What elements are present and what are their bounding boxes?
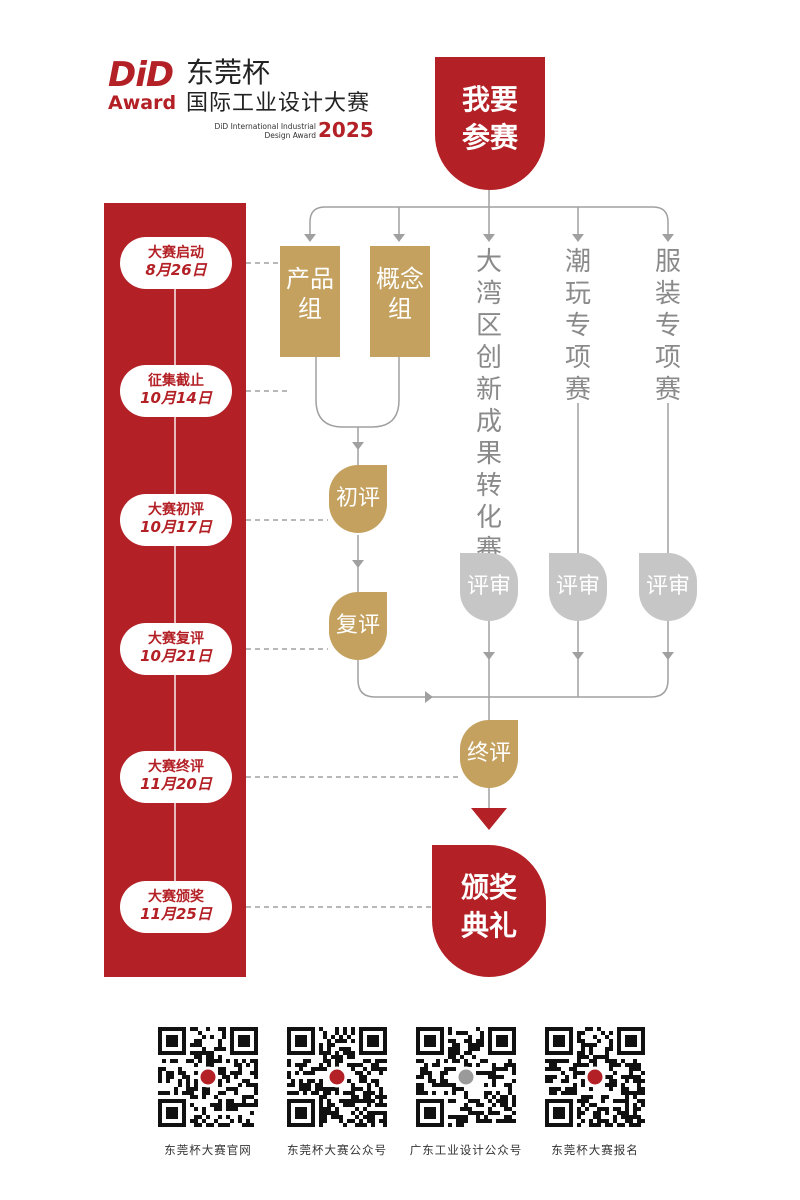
award-ceremony-node: 颁奖 典礼 — [432, 845, 546, 977]
review-bay-area: 评审 — [460, 553, 518, 621]
timeline-item-title: 大赛启动 — [148, 245, 204, 261]
timeline-item-date: 11月25日 — [140, 905, 212, 923]
qr-code-official-site[interactable] — [158, 1027, 258, 1127]
qr-code-guangdong-design[interactable] — [416, 1027, 516, 1127]
logo-title-line1: 东莞杯 — [186, 56, 271, 89]
end-text-2: 典礼 — [460, 909, 517, 942]
timeline-item-date: 10月17日 — [140, 518, 212, 536]
timeline-item-title: 大赛复评 — [148, 631, 204, 647]
logo-subtitle-en-1: DiD International Industrial — [214, 122, 316, 131]
timeline-item-title: 大赛颁奖 — [148, 889, 204, 905]
did-award-logo: DiD Award — [108, 58, 182, 120]
timeline-item: 大赛颁奖 11月25日 — [120, 881, 232, 933]
qr-code-official-account[interactable] — [287, 1027, 387, 1127]
logo-subtitle-en: DiD International Industrial Design Awar… — [186, 122, 316, 140]
timeline-item-title: 大赛终评 — [148, 759, 204, 775]
qr-label-official-site: 东莞杯大赛官网 — [164, 1143, 252, 1157]
group-trendy-toys: 潮玩专项赛 — [564, 247, 591, 405]
review-trendy-toys: 评审 — [549, 553, 607, 621]
group-product: 产品组 — [280, 246, 340, 357]
qr-code-registration[interactable] — [545, 1027, 645, 1127]
timeline-item: 大赛启动 8月26日 — [120, 237, 232, 289]
logo-subtitle-en-2: Design Award — [264, 131, 316, 140]
logo-award-text: Award — [108, 92, 177, 114]
start-join-node: 我要 参赛 — [435, 57, 545, 190]
logo-did-text: DiD — [108, 55, 174, 95]
stage-second: 复评 — [329, 592, 387, 660]
timeline-item: 大赛复评 10月21日 — [120, 623, 232, 675]
stage-preliminary: 初评 — [329, 465, 387, 533]
start-text-2: 参赛 — [461, 121, 518, 154]
group-bay-area: 大湾区创新成果转化赛 — [475, 247, 502, 565]
review-apparel: 评审 — [639, 553, 697, 621]
timeline-item-title: 征集截止 — [148, 373, 204, 389]
group-concept: 概念组 — [370, 246, 430, 357]
stage-final: 终评 — [460, 720, 518, 788]
logo-title-line2: 国际工业设计大赛 — [186, 91, 371, 116]
qr-label-registration: 东莞杯大赛报名 — [551, 1143, 639, 1157]
start-text-1: 我要 — [461, 83, 518, 116]
qr-label-guangdong-design: 广东工业设计公众号 — [409, 1143, 523, 1157]
timeline-item-date: 10月14日 — [140, 389, 212, 407]
timeline-item-date: 10月21日 — [140, 647, 212, 665]
timeline-item-title: 大赛初评 — [148, 502, 204, 518]
timeline-item-date: 11月20日 — [140, 775, 212, 793]
timeline-item-date: 8月26日 — [145, 261, 207, 279]
timeline-item: 大赛初评 10月17日 — [120, 494, 232, 546]
group-apparel: 服装专项赛 — [654, 247, 681, 405]
timeline-item: 大赛终评 11月20日 — [120, 751, 232, 803]
logo-year: 2025 — [318, 118, 374, 142]
timeline-connector — [174, 270, 176, 910]
end-text-1: 颁奖 — [460, 871, 517, 904]
qr-label-official-account: 东莞杯大赛公众号 — [287, 1143, 387, 1157]
timeline-item: 征集截止 10月14日 — [120, 365, 232, 417]
